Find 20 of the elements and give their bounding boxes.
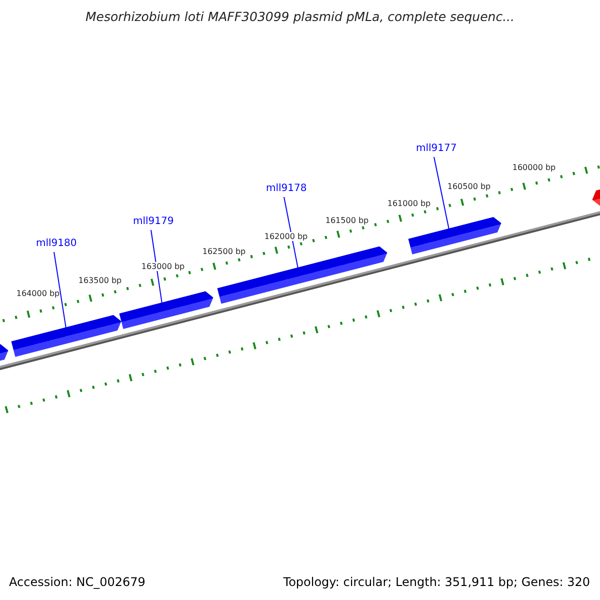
footer-text: Accession: NC_002679 — [9, 575, 146, 589]
scale-label: 163000 bp — [141, 262, 185, 271]
footer-text: Topology: circular; Length: 351,911 bp; Genes: 320 — [283, 575, 590, 589]
leader-line — [150, 230, 162, 304]
gene-feature — [11, 314, 122, 357]
title: Mesorhizobium loti MAFF303099 plasmid pMLa, complete sequenc... — [84, 9, 516, 24]
scale-label: 161000 bp — [387, 199, 431, 208]
scale-label: 161500 bp — [325, 216, 369, 225]
gene-label: mll9178 — [266, 183, 307, 194]
scale-label: 160000 bp — [512, 163, 556, 172]
leader-line — [434, 156, 450, 230]
gene-feature — [408, 216, 502, 254]
gene-feature — [0, 344, 8, 363]
leader-line — [54, 252, 66, 329]
gene-label: mll9177 — [416, 143, 457, 154]
gene-feature — [119, 291, 214, 329]
gene-label: mll9180 — [36, 238, 77, 249]
scale-label: 162500 bp — [202, 247, 246, 256]
leader-line — [284, 196, 298, 269]
gene-label: mll9179 — [133, 216, 174, 227]
